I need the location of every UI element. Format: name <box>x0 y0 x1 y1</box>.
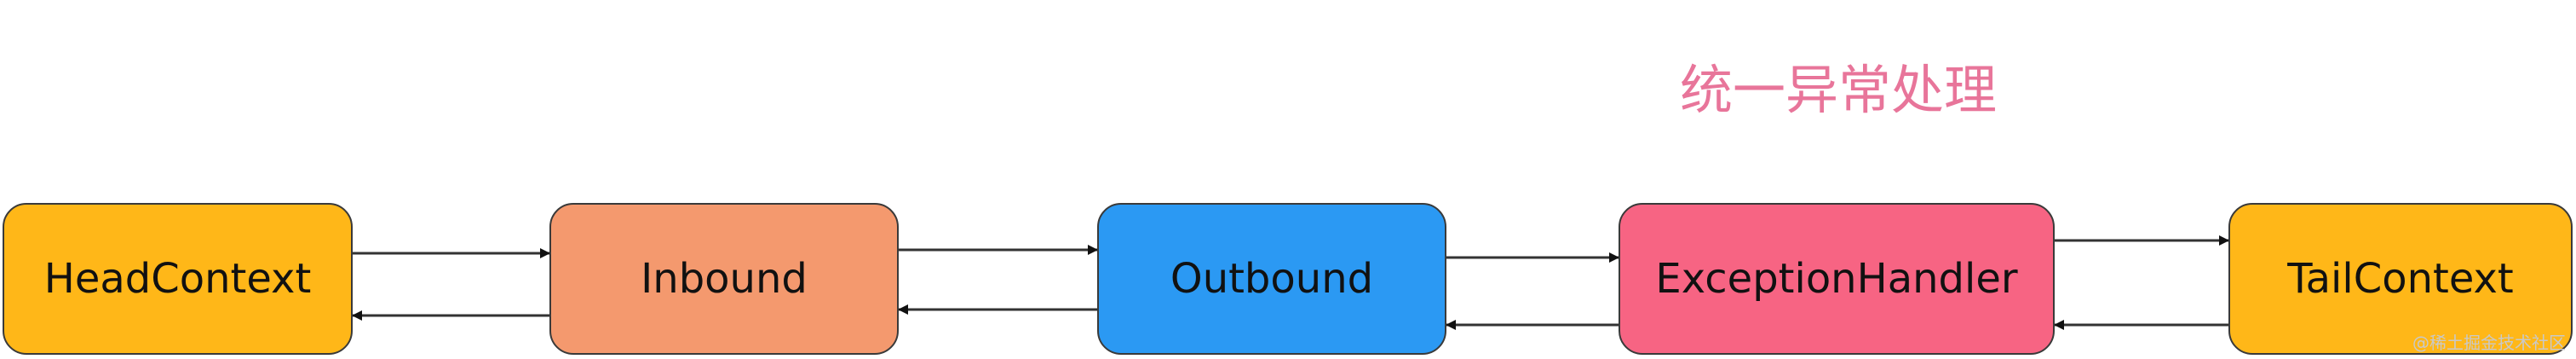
diagram-title: 统一异常处理 <box>1680 59 1998 121</box>
node-outbound-label: Outbound <box>1170 255 1374 303</box>
node-inbound-label: Inbound <box>641 255 808 303</box>
watermark: @稀土掘金技术社区 <box>2412 333 2566 353</box>
node-head-context-label: HeadContext <box>43 255 312 303</box>
node-exception-handler-label: ExceptionHandler <box>1655 255 2018 303</box>
node-outbound: Outbound <box>1097 203 1446 355</box>
node-tail-context: TailContext <box>2228 203 2573 355</box>
node-inbound: Inbound <box>549 203 899 355</box>
node-exception-handler: ExceptionHandler <box>1619 203 2055 355</box>
node-tail-context-label: TailContext <box>2287 255 2514 303</box>
node-head-context: HeadContext <box>3 203 353 355</box>
